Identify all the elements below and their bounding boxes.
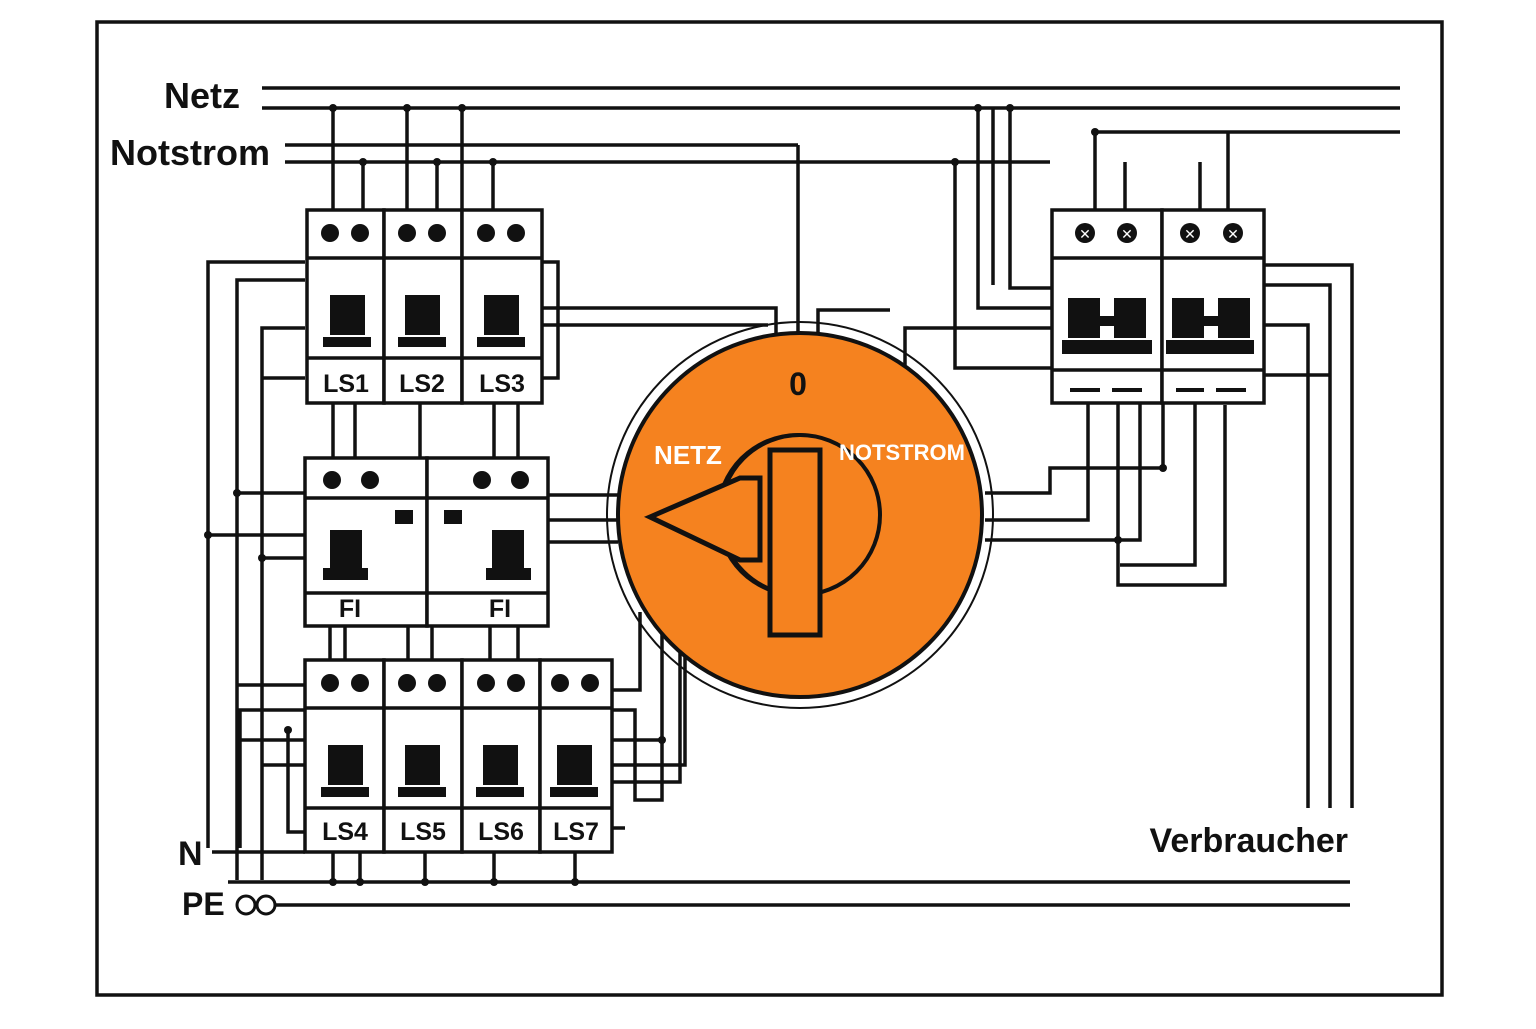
supply-rails [262, 86, 1400, 164]
switch-pos-notstrom: NOTSTROM [839, 440, 965, 465]
label-netz: Netz [164, 75, 240, 116]
breaker-ls1[interactable]: LS1 [305, 208, 386, 405]
screw-icon: ✕ [1227, 226, 1239, 242]
ls6-label: LS6 [478, 818, 524, 846]
rcd-row: FI FI [303, 456, 550, 628]
ls5-label: LS5 [400, 818, 446, 846]
ls2-label: LS2 [399, 370, 445, 398]
ls3-label: LS3 [479, 370, 525, 398]
fi-1-label: FI [339, 595, 361, 623]
label-notstrom: Notstrom [110, 132, 270, 173]
right-breaker-2[interactable]: ✕ ✕ [1160, 208, 1266, 405]
changeover-switch[interactable]: 0 NETZ NOTSTROM [606, 321, 994, 709]
right-switch-block: ✕ ✕ ✕ ✕ [1050, 208, 1266, 405]
label-verbraucher: Verbraucher [1150, 822, 1348, 860]
junction-dots [204, 104, 1167, 886]
screw-icon: ✕ [1079, 226, 1091, 242]
n-pe-rails [212, 850, 1350, 916]
rcd-fi-1[interactable]: FI [303, 456, 429, 628]
screw-icon: ✕ [1184, 226, 1196, 242]
ls1-label: LS1 [323, 370, 369, 398]
breaker-ls4[interactable]: LS4 [303, 658, 386, 854]
diagram-frame [95, 20, 1444, 997]
ls4-label: LS4 [322, 818, 368, 846]
screw-icon: ✕ [1121, 226, 1133, 242]
right-breaker-1[interactable]: ✕ ✕ [1050, 208, 1164, 405]
left-wiring [206, 108, 800, 882]
label-pe: PE [182, 886, 225, 922]
right-wiring [816, 108, 1354, 808]
breaker-ls5[interactable]: LS5 [382, 658, 464, 854]
breaker-row-bottom: LS4 LS5 LS6 LS7 [303, 658, 614, 854]
breaker-ls3[interactable]: LS3 [460, 208, 544, 405]
label-n: N [178, 835, 203, 873]
switch-pos-0: 0 [789, 366, 807, 402]
rcd-fi-2[interactable]: FI [425, 456, 550, 628]
breaker-ls2[interactable]: LS2 [382, 208, 464, 405]
breaker-ls6[interactable]: LS6 [460, 658, 542, 854]
breaker-ls7[interactable]: LS7 [538, 658, 614, 854]
ls7-label: LS7 [553, 818, 599, 846]
fi-2-label: FI [489, 595, 511, 623]
breaker-row-top: LS1 LS2 LS3 [305, 208, 544, 405]
switch-pos-netz: NETZ [654, 440, 722, 470]
switch-handle[interactable] [767, 447, 823, 638]
